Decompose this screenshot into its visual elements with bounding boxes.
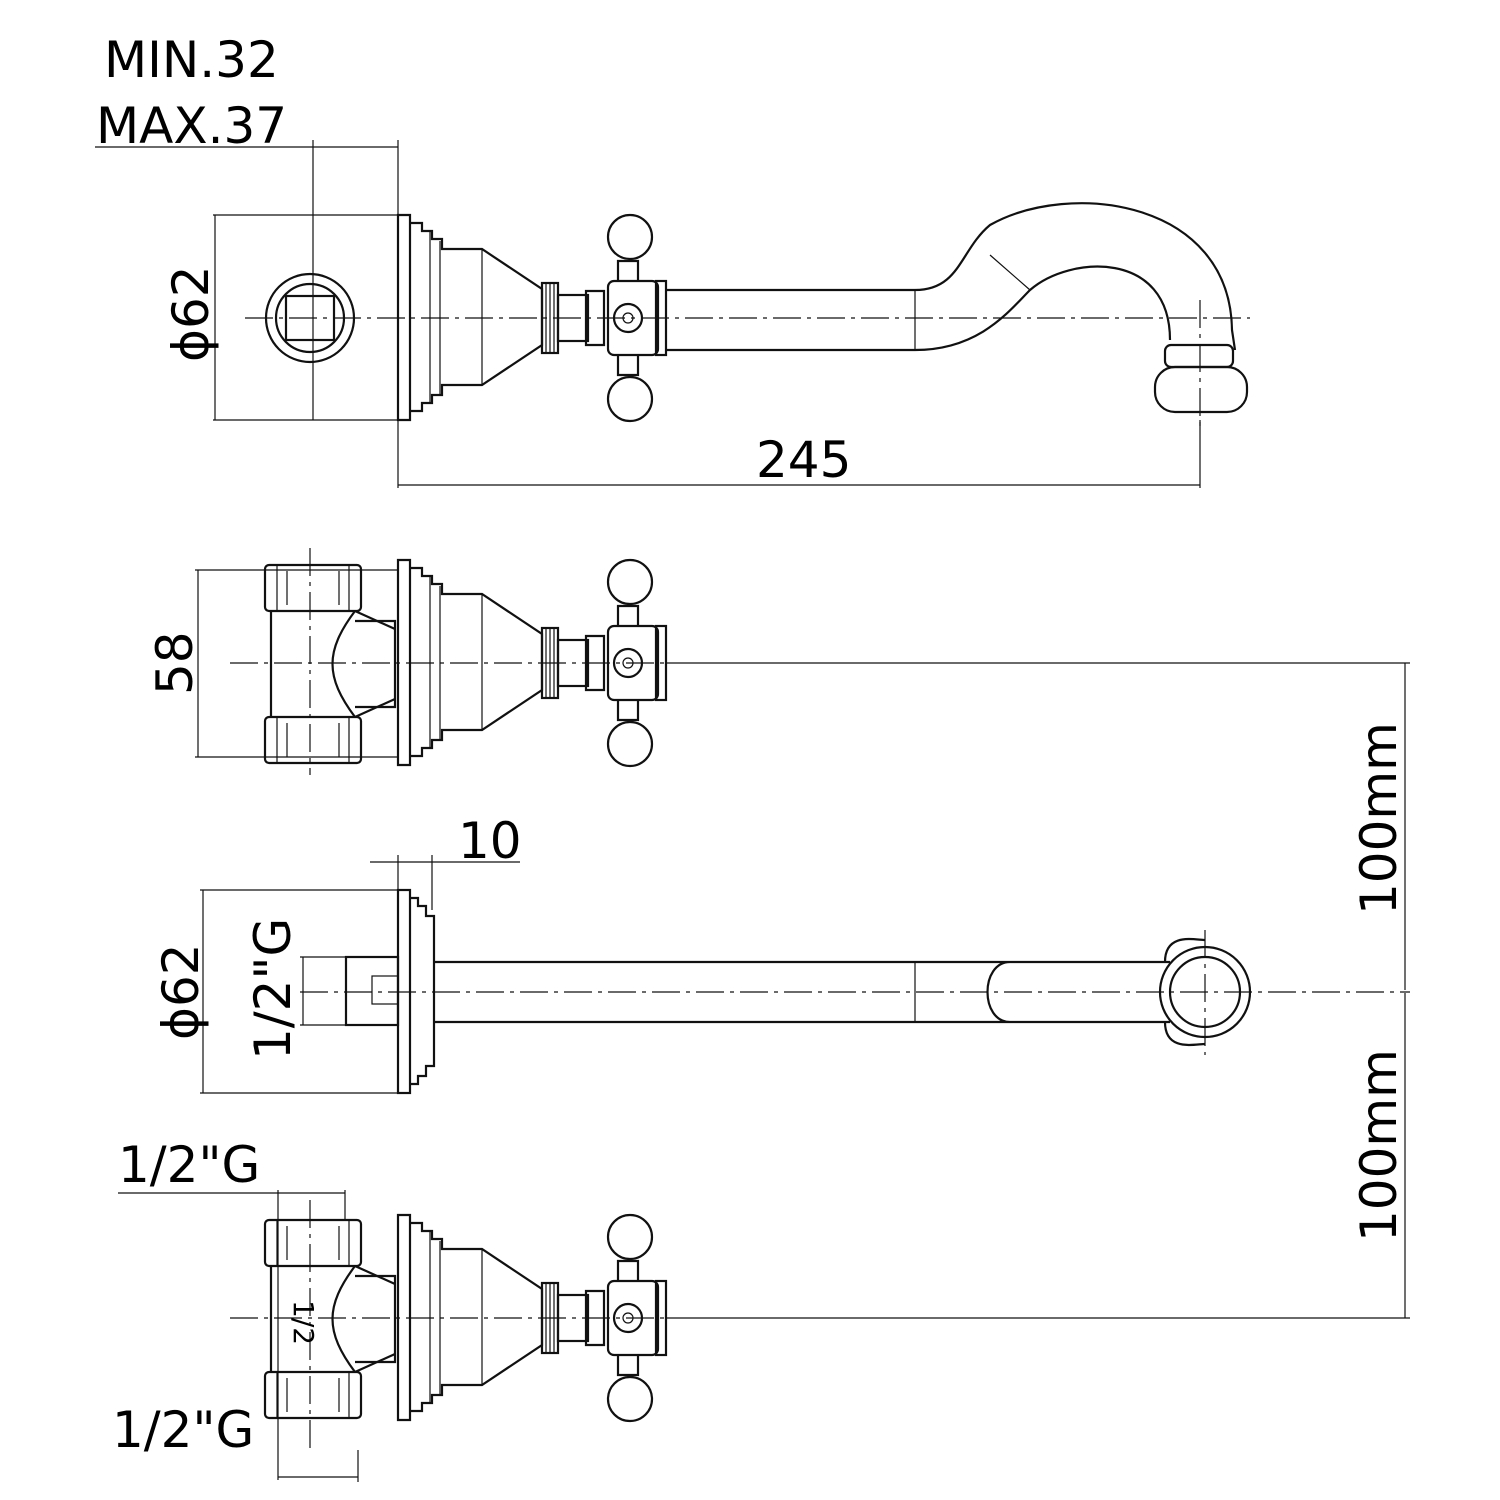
spacing-lower-label: 100mm [1350, 1049, 1408, 1242]
top-view [95, 140, 1250, 488]
diameter-side-label: ϕ62 [152, 943, 210, 1040]
thread-bottom-label: 1/2"G [112, 1401, 254, 1459]
front-view-lower [118, 1190, 1410, 1482]
max-label: MAX.37 [96, 97, 287, 155]
front-view-upper [195, 548, 1410, 990]
min-label: MIN.32 [104, 31, 279, 89]
spacing-upper-label: 100mm [1350, 722, 1408, 915]
plate-thickness-label: 10 [458, 812, 522, 870]
length-label: 245 [756, 431, 851, 489]
thread-top-label: 1/2"G [118, 1136, 260, 1194]
thread-side-label: 1/2"G [244, 918, 302, 1060]
side-view [200, 855, 1410, 1318]
diameter-top-label: ϕ62 [162, 265, 220, 362]
height-58-label: 58 [146, 631, 204, 695]
body-mark-label: 1/2 [287, 1300, 320, 1345]
